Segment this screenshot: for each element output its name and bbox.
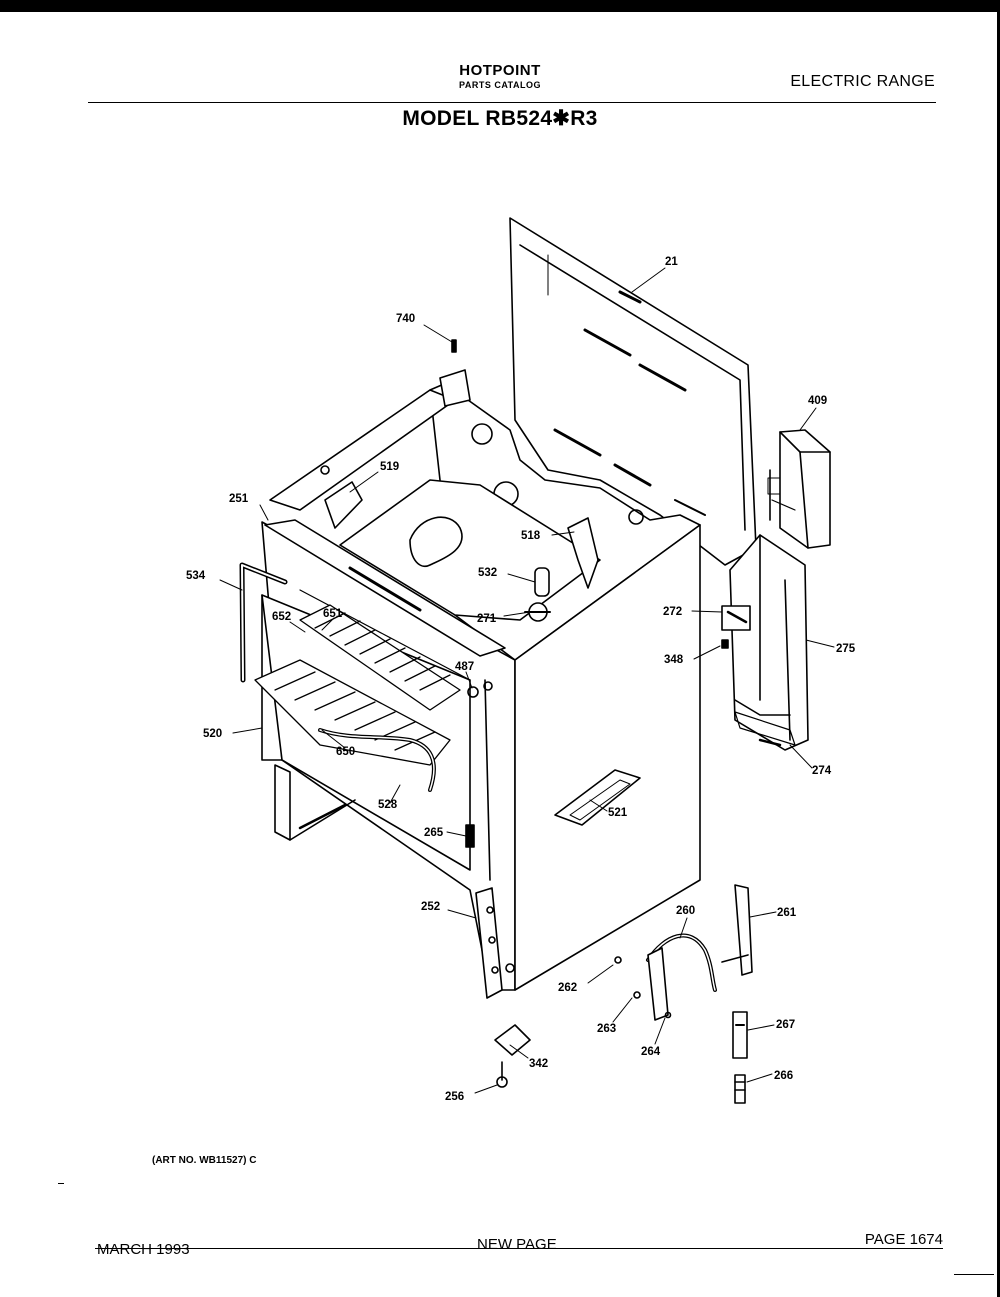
label-534: 534 (186, 570, 206, 582)
catalog-label: PARTS CATALOG (459, 80, 541, 90)
label-264: 264 (641, 1046, 661, 1058)
leader-lines (219, 267, 835, 1094)
brand-name: HOTPOINT (459, 62, 541, 79)
part-532-sensor (524, 567, 551, 622)
label-521: 521 (608, 807, 628, 819)
label-652: 652 (272, 611, 291, 623)
label-266: 266 (774, 1070, 793, 1082)
part-740-screw (451, 339, 457, 353)
part-409-control-housing (767, 429, 831, 549)
label-272: 272 (663, 606, 682, 618)
part-labels: 21 740 409 519 251 518 534 532 652 651 2… (186, 256, 856, 1103)
part-261-hinge (721, 884, 753, 976)
label-342: 342 (529, 1058, 548, 1070)
product-category: ELECTRIC RANGE (790, 73, 935, 90)
label-265: 265 (424, 827, 444, 839)
footer-date: MARCH 1993 (97, 1241, 190, 1258)
label-740: 740 (396, 313, 415, 325)
label-650: 650 (336, 746, 355, 758)
label-274: 274 (812, 765, 832, 777)
footer-status: NEW PAGE (477, 1236, 557, 1253)
part-265-hinge (465, 824, 475, 848)
margin-mark (58, 1183, 64, 1184)
footer-page: PAGE 1674 (864, 1231, 943, 1248)
label-520: 520 (203, 728, 222, 740)
right-border (997, 0, 1000, 1297)
label-251: 251 (229, 493, 249, 505)
part-518-bracket (567, 517, 599, 589)
footer-rule (95, 1248, 943, 1249)
label-261: 261 (777, 907, 797, 919)
label-519: 519 (380, 461, 399, 473)
part-oven-racks (254, 604, 461, 792)
label-256: 256 (445, 1091, 464, 1103)
label-348: 348 (664, 654, 684, 666)
top-border (0, 0, 1000, 12)
part-266-spring (734, 1074, 746, 1104)
label-260: 260 (676, 905, 695, 917)
model-title: MODEL RB524✱R3 (402, 107, 598, 130)
part-bake-element-bracket (409, 516, 463, 567)
label-262: 262 (558, 982, 577, 994)
header-rule (88, 102, 936, 103)
part-260-hinge-arm (614, 933, 717, 1021)
label-263: 263 (597, 1023, 616, 1035)
part-275-side-panel (729, 534, 809, 751)
part-252-bracket (475, 887, 503, 999)
part-top-panel (509, 217, 757, 566)
part-534-rod (239, 562, 288, 683)
part-256-screw (496, 1061, 508, 1088)
label-252: 252 (421, 901, 440, 913)
part-519-bracket (324, 481, 363, 529)
label-267: 267 (776, 1019, 795, 1031)
margin-mark-right (954, 1274, 994, 1275)
label-487: 487 (455, 661, 474, 673)
part-267-pin (732, 1011, 748, 1059)
part-272-terminal-block (721, 605, 751, 649)
label-651: 651 (323, 608, 343, 620)
label-21: 21 (665, 256, 678, 268)
label-518: 518 (521, 530, 541, 542)
art-number: (ART NO. WB11527) C (152, 1155, 257, 1166)
label-271: 271 (477, 613, 497, 625)
label-532: 532 (478, 567, 497, 579)
label-528: 528 (378, 799, 398, 811)
part-342-bracket (494, 1024, 531, 1056)
label-275: 275 (836, 643, 856, 655)
part-521-cover (554, 769, 641, 826)
label-409: 409 (808, 395, 827, 407)
